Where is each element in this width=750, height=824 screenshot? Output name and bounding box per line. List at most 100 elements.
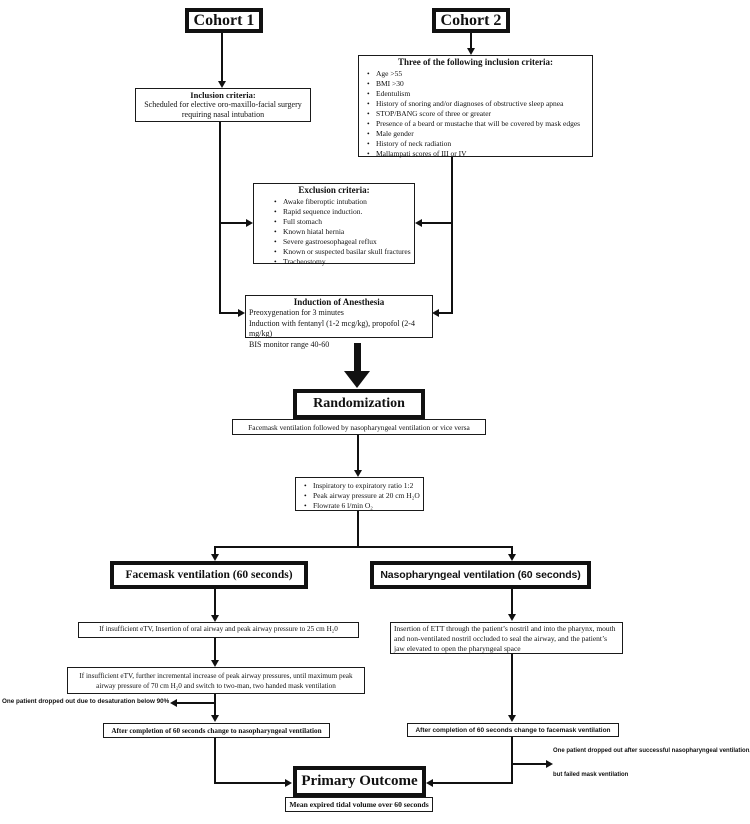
inclusion1-body: Scheduled for elective oro-maxillo-facia…	[144, 100, 302, 119]
arrowhead-right-icon	[546, 760, 553, 768]
connector-left-spine	[219, 122, 221, 314]
arrowhead-down-icon	[508, 614, 516, 621]
inclusion1-title: Inclusion criteria:	[190, 90, 256, 100]
primary-outcome-title: Primary Outcome	[301, 773, 418, 789]
connector-dropout-left	[177, 702, 215, 704]
inclusion2-item: Male gender	[367, 129, 590, 139]
exclusion-item: Severe gastroesophageal reflux	[274, 237, 412, 247]
vent-params-list: Inspiratory to expiratory ratio 1:2 Peak…	[296, 481, 423, 511]
arrowhead-down-icon	[354, 470, 362, 477]
connector-left-to-outcome-h	[214, 782, 285, 784]
inclusion2-item: Edentulism	[367, 89, 590, 99]
connector-rand-to-params	[357, 435, 359, 471]
facemask-arm-box: Facemask ventilation (60 seconds)	[110, 561, 308, 589]
randomization-caption-box: Facemask ventilation followed by nasopha…	[232, 419, 486, 435]
arrowhead-right-icon	[285, 779, 292, 787]
primary-outcome-box: Primary Outcome	[293, 766, 426, 797]
exclusion-item: Known hiatal hernia	[274, 227, 412, 237]
arrowhead-down-icon	[211, 615, 219, 622]
connector-naso-step1	[511, 589, 513, 615]
connector-cohort1-down	[221, 33, 223, 81]
arrowhead-right-icon	[246, 219, 253, 227]
cohort2-title: Cohort 2	[440, 11, 502, 29]
arrowhead-right-icon	[238, 309, 245, 317]
inclusion-criteria-cohort2-box: Three of the following inclusion criteri…	[358, 55, 593, 159]
facemask-dropout-note: One patient dropped out due to desaturat…	[2, 698, 170, 705]
arrowhead-left-icon	[170, 699, 177, 707]
induction-box: Induction of Anesthesia Preoxygenation f…	[245, 295, 433, 349]
inclusion2-title: Three of the following inclusion criteri…	[397, 57, 554, 67]
fat-arrow-stem	[354, 343, 361, 372]
induction-line: Induction with fentanyl (1-2 mcg/kg), pr…	[249, 318, 415, 339]
nasopharyngeal-arm-title: Nasopharyngeal ventilation (60 seconds)	[380, 569, 581, 581]
cohort1-title: Cohort 1	[193, 11, 255, 29]
connector-right-to-outcome-v	[511, 737, 513, 784]
connector-dropout-right	[513, 763, 546, 765]
facemask-crossover-box: After completion of 60 seconds change to…	[103, 723, 330, 738]
arrowhead-down-icon	[508, 715, 516, 722]
naso-step1-box: Insertion of ETT through the patient’s n…	[390, 622, 623, 654]
exclusion-criteria-box: Exclusion criteria: Awake fiberoptic int…	[253, 183, 415, 267]
primary-outcome-caption: Mean expired tidal volume over 60 second…	[289, 800, 429, 809]
fat-arrow-down-icon	[344, 371, 370, 388]
connector-cohort2-down	[470, 33, 472, 48]
exclusion-item: Full stomach	[274, 217, 412, 227]
exclusion-item: Awake fiberoptic intubation	[274, 197, 412, 207]
connector-split-right	[511, 548, 513, 555]
inclusion2-item: STOP/BANG score of three or greater	[367, 109, 590, 119]
connector-right-to-induction	[439, 312, 451, 314]
connector-naso-crossover	[511, 654, 513, 715]
connector-right-to-outcome-h	[433, 782, 511, 784]
arrowhead-left-icon	[432, 309, 439, 317]
facemask-step2-box: If insufficient eTV, further incremental…	[67, 667, 365, 694]
exclusion-item: Tracheostomy	[274, 257, 412, 267]
arrowhead-down-icon	[211, 715, 219, 722]
connector-facemask-step1	[214, 589, 216, 616]
induction-title: Induction of Anesthesia	[293, 297, 385, 307]
connector-facemask-step2	[214, 638, 216, 660]
vent-param-item: Peak airway pressure at 20 cm H₂O	[304, 491, 421, 501]
connector-split-left	[214, 548, 216, 555]
facemask-crossover-text: After completion of 60 seconds change to…	[111, 726, 322, 735]
facemask-step1-box: If insufficient eTV, Insertion of oral a…	[78, 622, 359, 638]
exclusion-item: Known or suspected basilar skull fractur…	[274, 247, 412, 257]
inclusion-criteria-cohort1-box: Inclusion criteria: Scheduled for electi…	[135, 88, 311, 122]
inclusion2-item: Mallampati scores of III or IV	[367, 149, 590, 159]
inclusion2-item: BMI >30	[367, 79, 590, 89]
cohort1-box: Cohort 1	[185, 8, 263, 33]
inclusion2-item: History of snoring and/or diagnoses of o…	[367, 99, 590, 109]
facemask-step2-text: If insufficient eTV, further incremental…	[79, 671, 353, 690]
arrowhead-down-icon	[211, 554, 219, 561]
exclusion-item: Rapid sequence induction.	[274, 207, 412, 217]
vent-param-item: Inspiratory to expiratory ratio 1:2	[304, 481, 421, 491]
arrowhead-left-icon	[426, 779, 433, 787]
connector-params-down	[357, 511, 359, 547]
naso-crossover-box: After completion of 60 seconds change to…	[407, 723, 619, 737]
randomization-box: Randomization	[293, 389, 425, 419]
naso-crossover-text: After completion of 60 seconds change to…	[415, 726, 611, 734]
nasopharyngeal-arm-box: Nasopharyngeal ventilation (60 seconds)	[370, 561, 591, 589]
facemask-step1-text: If insufficient eTV, Insertion of oral a…	[99, 625, 338, 634]
connector-right-spine	[451, 157, 453, 314]
randomization-caption: Facemask ventilation followed by nasopha…	[248, 422, 470, 432]
connector-right-to-exclusion	[422, 222, 451, 224]
exclusion-list: Awake fiberoptic intubation Rapid sequen…	[254, 197, 414, 267]
primary-outcome-caption-box: Mean expired tidal volume over 60 second…	[285, 797, 433, 812]
cohort2-box: Cohort 2	[432, 8, 510, 33]
inclusion2-item: History of neck radiation	[367, 139, 590, 149]
connector-left-to-outcome-v	[214, 738, 216, 784]
exclusion-title: Exclusion criteria:	[298, 185, 370, 195]
arrowhead-down-icon	[467, 48, 475, 55]
naso-dropout-note-line2: but failed mask ventilation	[553, 772, 629, 778]
vent-param-item: Flowrate 6 l/min O₂	[304, 501, 421, 511]
inclusion2-item: Presence of a beard or mustache that wil…	[367, 119, 590, 129]
arrowhead-down-icon	[218, 81, 226, 88]
arrowhead-left-icon	[415, 219, 422, 227]
connector-left-to-exclusion	[221, 222, 246, 224]
connector-left-to-induction	[221, 312, 238, 314]
inclusion2-item: Age >55	[367, 69, 590, 79]
inclusion2-list: Age >55 BMI >30 Edentulism History of sn…	[359, 69, 592, 159]
connector-t-split	[214, 546, 513, 548]
ventilation-parameters-box: Inspiratory to expiratory ratio 1:2 Peak…	[295, 477, 424, 511]
